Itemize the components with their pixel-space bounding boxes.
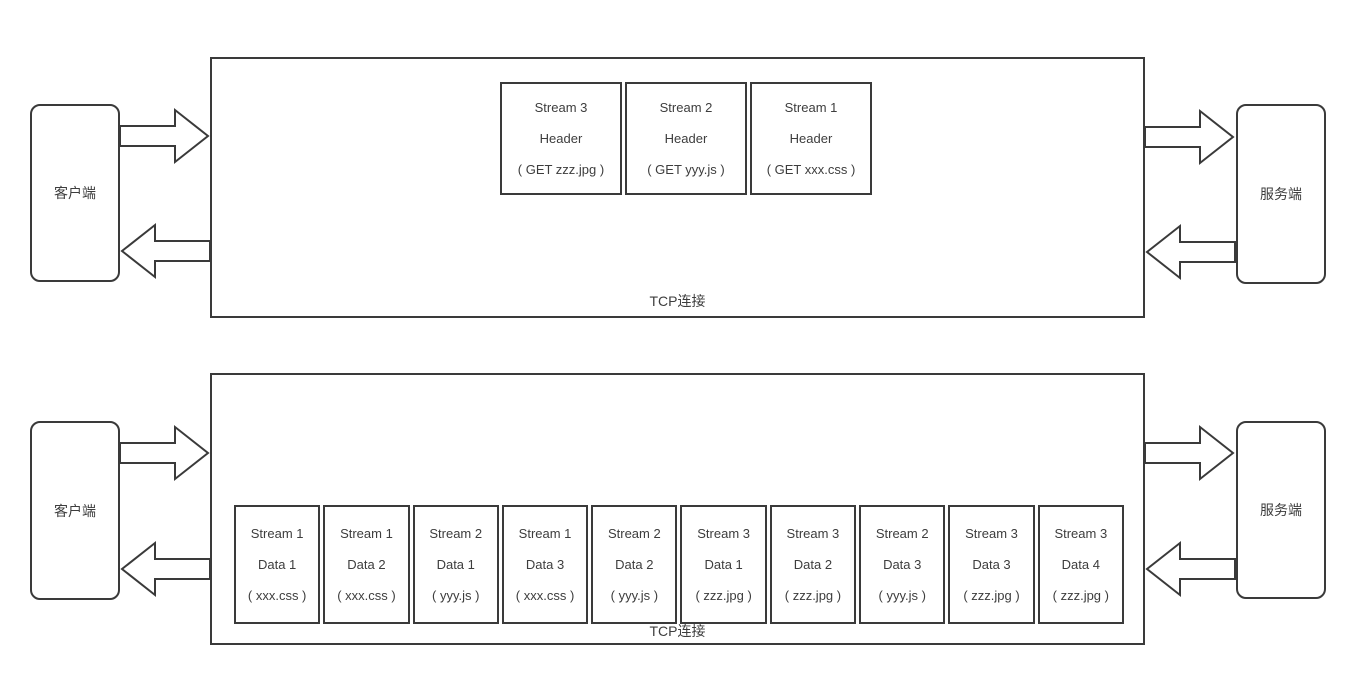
file-label: ( zzz.jpg ) [963,588,1020,603]
frame-type-label: Data 4 [1061,557,1100,572]
block-arrow-right-icon [1144,108,1236,166]
file-label: ( GET zzz.jpg ) [517,162,605,177]
frame-type-label: Data 1 [257,557,297,572]
stream-label: Stream 3 [534,100,588,115]
header-frame: Stream 3 Header ( GET zzz.jpg ) [500,82,622,195]
data-frame: Stream 2 Data 1 ( yyy.js ) [412,505,499,624]
file-label: ( yyy.js ) [432,588,480,603]
data-frame: Stream 1 Data 1 ( xxx.css ) [234,505,321,624]
file-label: ( zzz.jpg ) [695,588,752,603]
server-box-top: 服务端 [1236,104,1326,284]
frame-type-label: Data 1 [704,557,743,572]
server-label: 服务端 [1260,186,1302,202]
stream-label: Stream 2 [429,526,483,541]
stream-label: Stream 1 [340,526,393,541]
frame-type-label: Data 2 [347,557,386,572]
stream-label: Stream 1 [518,526,572,541]
block-arrow-left-icon [119,222,211,280]
stream-label: Stream 1 [250,526,304,541]
server-label: 服务端 [1260,502,1302,518]
data-frame: Stream 2 Data 2 ( yyy.js ) [591,505,678,624]
client-box-bottom: 客户端 [30,421,120,600]
file-label: ( GET yyy.js ) [647,162,725,177]
file-label: ( xxx.css ) [247,588,307,603]
server-box-bottom: 服务端 [1236,421,1326,599]
file-label: ( xxx.css ) [337,588,396,603]
frame-type-label: Data 1 [436,557,475,572]
file-label: ( yyy.js ) [610,588,659,603]
block-arrow-right-icon [119,424,211,482]
file-label: ( yyy.js ) [878,588,926,603]
stream-label: Stream 3 [786,526,840,541]
block-arrow-right-icon [1144,424,1236,482]
frame-type-label: Data 3 [525,557,565,572]
stream-label: Stream 1 [784,100,838,115]
frame-type-label: Header [539,131,583,146]
stream-label: Stream 2 [607,526,661,541]
client-label: 客户端 [54,502,96,519]
tcp-connection-label: TCP连接 [649,623,706,639]
frame-type-label: Data 3 [883,557,922,572]
tcp-connection-box-bottom: Stream 1 Data 1 ( xxx.css ) Stream 1 Dat… [210,373,1145,645]
frame-type-label: Data 2 [615,557,654,572]
data-frame: Stream 3 Data 4 ( zzz.jpg ) [1037,505,1124,624]
header-frame-row: Stream 3 Header ( GET zzz.jpg ) Stream 2… [500,82,872,195]
block-arrow-left-icon [119,540,211,598]
data-frame: Stream 3 Data 3 ( zzz.jpg ) [948,505,1035,624]
data-frame: Stream 3 Data 2 ( zzz.jpg ) [769,505,857,624]
file-label: ( GET xxx.css ) [766,162,856,177]
data-frame: Stream 1 Data 3 ( xxx.css ) [501,505,589,624]
file-label: ( xxx.css ) [515,588,575,603]
block-arrow-left-icon [1144,223,1236,281]
header-frame: Stream 1 Header ( GET xxx.css ) [750,82,872,195]
client-box-top: 客户端 [30,104,120,282]
frame-type-label: Data 3 [972,557,1011,572]
block-arrow-left-icon [1144,540,1236,598]
stream-label: Stream 2 [875,526,929,541]
client-label: 客户端 [54,185,96,201]
stream-label: Stream 3 [1054,526,1108,541]
file-label: ( zzz.jpg ) [1052,588,1109,603]
tcp-connection-box-top: Stream 3 Header ( GET zzz.jpg ) Stream 2… [210,57,1145,318]
data-frame: Stream 2 Data 3 ( yyy.js ) [859,505,946,624]
data-frame: Stream 3 Data 1 ( zzz.jpg ) [680,505,767,624]
data-frame: Stream 1 Data 2 ( xxx.css ) [323,505,410,624]
data-frame-row: Stream 1 Data 1 ( xxx.css ) Stream 1 Dat… [234,505,1124,624]
stream-label: Stream 3 [697,526,750,541]
frame-type-label: Data 2 [793,557,833,572]
header-frame: Stream 2 Header ( GET yyy.js ) [625,82,747,195]
frame-type-label: Header [664,131,708,146]
frame-type-label: Header [789,131,833,146]
block-arrow-right-icon [119,107,211,165]
file-label: ( zzz.jpg ) [784,588,842,603]
stream-label: Stream 2 [659,100,713,115]
stream-label: Stream 3 [965,526,1018,541]
tcp-connection-label: TCP连接 [649,293,706,309]
